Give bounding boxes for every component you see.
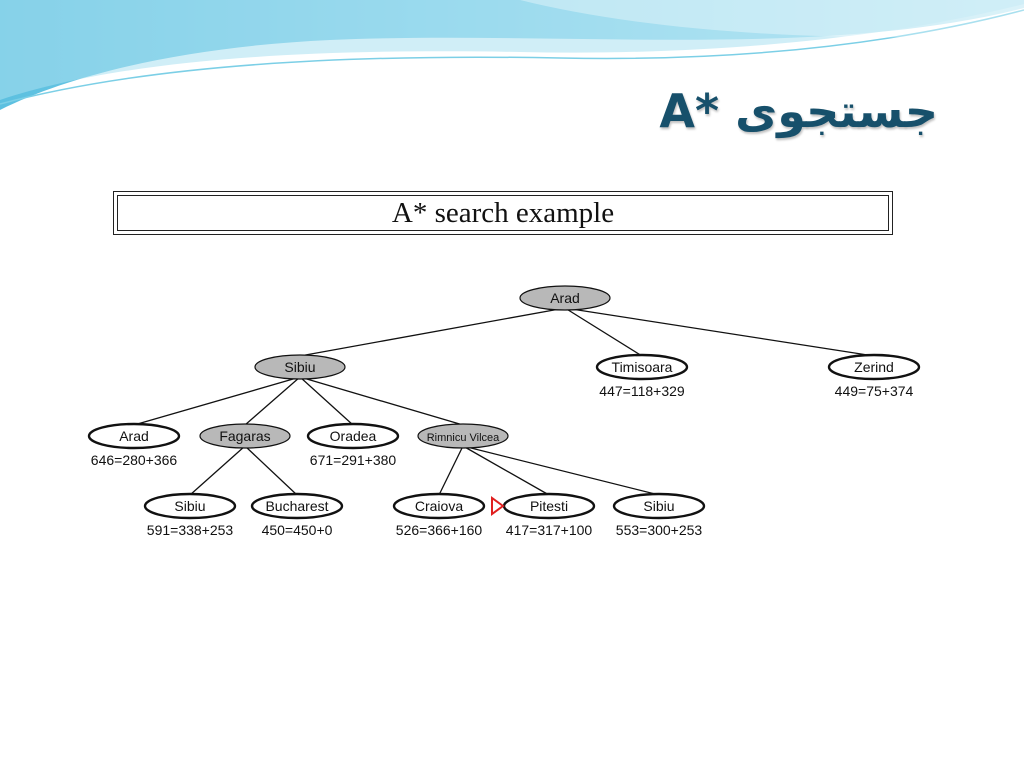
node-label-sibiu-3: Sibiu	[643, 498, 674, 514]
tree-edge-rimnicu-sibiu-3	[462, 445, 660, 496]
node-ellipse-arad-2	[87, 422, 181, 450]
tree-node-rimnicu: Rimnicu Vilcea	[417, 423, 509, 449]
tree-node-timisoara: Timisoara 447=118+329	[595, 353, 689, 399]
tree-node-pitesti: Pitesti 417=317+100	[502, 492, 596, 538]
node-f-value-pitesti: 417=317+100	[506, 522, 593, 538]
node-ellipse-timisoara	[595, 353, 689, 381]
tree-node-arad-root: Arad	[519, 285, 611, 311]
tree-edges	[133, 307, 875, 496]
diagram-title-box: A* search example	[113, 191, 893, 235]
tree-node-zerind: Zerind 449=75+374	[827, 353, 921, 399]
node-ellipse-oradea	[306, 422, 400, 450]
node-ellipse-sibiu-2	[143, 492, 237, 520]
node-label-fagaras: Fagaras	[219, 428, 270, 444]
node-f-value-sibiu-2: 591=338+253	[147, 522, 234, 538]
node-label-pitesti: Pitesti	[530, 498, 568, 514]
tree-edge-fagaras-bucharest	[244, 445, 298, 496]
node-ellipse-bucharest	[250, 492, 344, 520]
tree-node-sibiu-3: Sibiu 553=300+253	[612, 492, 706, 538]
node-ellipse-rimnicu	[417, 423, 509, 449]
node-ellipse-sibiu	[254, 354, 346, 380]
tree-edge-arad-root-timisoara	[564, 307, 643, 357]
node-ellipse-fagaras	[199, 423, 291, 449]
tree-edge-sibiu-rimnicu	[299, 376, 464, 426]
node-label-sibiu-2: Sibiu	[174, 498, 205, 514]
tree-edge-arad-root-sibiu	[299, 307, 566, 357]
node-ellipse-sibiu-3	[612, 492, 706, 520]
tree-node-arad-2: Arad 646=280+366	[87, 422, 181, 468]
tree-node-fagaras: Fagaras	[199, 423, 291, 449]
node-label-craiova: Craiova	[415, 498, 463, 514]
node-f-value-oradea: 671=291+380	[310, 452, 397, 468]
node-label-zerind: Zerind	[854, 359, 894, 375]
node-f-value-timisoara: 447=118+329	[599, 383, 685, 399]
diagram-title: A* search example	[117, 195, 889, 231]
node-f-value-zerind: 449=75+374	[835, 383, 914, 399]
tree-edge-rimnicu-pitesti	[462, 445, 550, 496]
tree-edge-arad-root-zerind	[564, 307, 875, 357]
node-label-arad-2: Arad	[119, 428, 149, 444]
node-ellipse-craiova	[392, 492, 486, 520]
tree-edge-sibiu-arad-2	[133, 376, 301, 426]
node-label-sibiu: Sibiu	[284, 359, 315, 375]
node-label-bucharest: Bucharest	[265, 498, 328, 514]
node-label-rimnicu: Rimnicu Vilcea	[427, 432, 500, 444]
node-f-value-craiova: 526=366+160	[396, 522, 483, 538]
node-f-value-bucharest: 450=450+0	[262, 522, 333, 538]
tree-node-sibiu: Sibiu	[254, 354, 346, 380]
node-label-oradea: Oradea	[330, 428, 377, 444]
node-f-value-sibiu-3: 553=300+253	[616, 522, 703, 538]
node-label-arad-root: Arad	[550, 290, 580, 306]
node-f-value-arad-2: 646=280+366	[91, 452, 178, 468]
tree-edge-rimnicu-craiova	[438, 445, 464, 496]
node-label-timisoara: Timisoara	[612, 359, 673, 375]
tree-edge-sibiu-fagaras	[244, 376, 301, 426]
current-node-marker-icon	[491, 496, 505, 516]
tree-node-craiova: Craiova 526=366+160	[392, 492, 486, 538]
tree-edge-fagaras-sibiu-2	[189, 445, 246, 496]
tree-node-oradea: Oradea 671=291+380	[306, 422, 400, 468]
slide-title: جستجوی *A	[659, 84, 938, 138]
tree-node-sibiu-2: Sibiu 591=338+253	[143, 492, 237, 538]
tree-edge-sibiu-oradea	[299, 376, 354, 426]
node-ellipse-arad-root	[519, 285, 611, 311]
tree-node-bucharest: Bucharest 450=450+0	[250, 492, 344, 538]
node-ellipse-zerind	[827, 353, 921, 381]
